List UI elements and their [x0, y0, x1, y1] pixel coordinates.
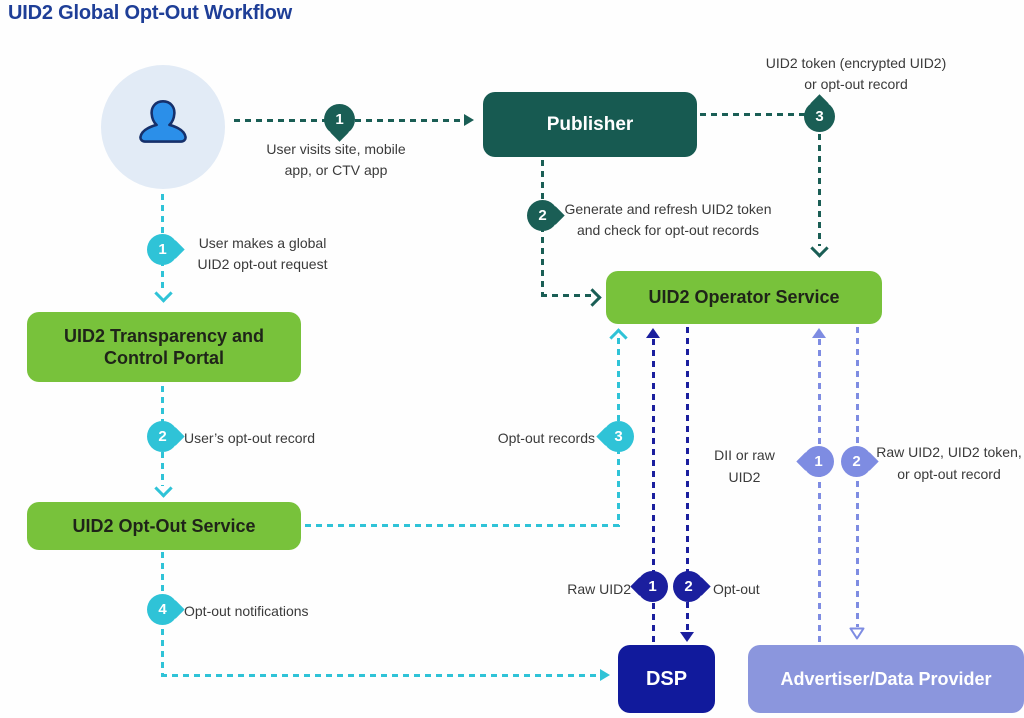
step-badge-optout-1: 1 [147, 234, 178, 265]
step-badge-dsp-1: 1 [637, 571, 668, 602]
arrowhead-dii-up [812, 328, 826, 338]
step-label-optout-4: Opt-out notifications [184, 603, 309, 619]
step-badge-token-3: 3 [804, 101, 835, 132]
arrowhead-into-portal [154, 284, 173, 303]
node-uid2-operator-service: UID2 Operator Service [606, 271, 882, 324]
arrow-step3-to-operator [818, 134, 821, 246]
step-badge-dsp-2: 2 [673, 571, 704, 602]
arrow-operator-to-advertiser [856, 327, 859, 627]
badge-number: 2 [538, 207, 547, 224]
badge-number: 2 [158, 428, 167, 445]
step-label-dsp-2: Opt-out [713, 581, 760, 597]
step-label-optout-1: User makes a global UID2 opt-out request [197, 235, 328, 272]
step-label-optout-3: Opt-out records [497, 430, 595, 446]
badge-number: 4 [158, 601, 167, 618]
step-label-visit-1: User visits site, mobile app, or CTV app [266, 141, 406, 178]
step-label-token-3: UID2 token (encrypted UID2) or opt-out r… [765, 55, 947, 92]
node-portal-line1: UID2 Transparency and [63, 325, 265, 346]
step-label-dsp-1: Raw UID2 [567, 581, 631, 597]
badge-number: 3 [815, 108, 824, 125]
badge-number: 1 [335, 111, 344, 128]
arrow-publisher-to-step3 [700, 113, 806, 116]
arrow-operator-to-dsp [686, 327, 689, 632]
step-badge-optout-3: 3 [603, 421, 634, 452]
diagram-title: UID2 Global Opt-Out Workflow [8, 2, 293, 24]
badge-number: 2 [852, 453, 861, 470]
node-uid2-optout-service: UID2 Opt-Out Service [27, 502, 301, 550]
arrow-optout-service-right [305, 524, 620, 527]
node-advertiser-data-provider: Advertiser/Data Provider [748, 645, 1024, 713]
node-publisher: Publisher [483, 92, 697, 157]
step-label-optout-2: User’s opt-out record [184, 430, 315, 446]
node-dsp: DSP [618, 645, 715, 713]
arrowhead-raw-uid2-up [646, 328, 660, 338]
arrowhead-into-optout-service [154, 479, 173, 498]
arrowhead-optout-down [680, 632, 694, 642]
arrowhead-into-advertiser [849, 627, 865, 640]
arrow-publisher-to-operator [541, 294, 595, 297]
step-label-advertiser-1: DII or raw UID2 [714, 447, 775, 485]
step-badge-visit-1: 1 [324, 104, 355, 135]
badge-number: 1 [648, 578, 657, 595]
step-badge-generate-2: 2 [527, 200, 558, 231]
arrowhead-into-publisher [464, 114, 474, 126]
step-badge-optout-2: 2 [147, 421, 178, 452]
user-avatar [101, 65, 225, 189]
step-label-generate-2: Generate and refresh UID2 token and chec… [564, 201, 772, 238]
step-badge-advertiser-1: 1 [803, 446, 834, 477]
node-transparency-control-portal: UID2 Transparency and Control Portal [27, 312, 301, 382]
arrow-dsp-to-operator [652, 339, 655, 643]
step-label-advertiser-2: Raw UID2, UID2 token, or opt-out record [876, 444, 1022, 482]
badge-number: 2 [684, 578, 693, 595]
badge-number: 1 [814, 453, 823, 470]
badge-number: 1 [158, 241, 167, 258]
arrowhead-into-dsp-left [600, 669, 610, 681]
arrow-notifications-to-dsp [161, 674, 602, 677]
step-badge-advertiser-2: 2 [841, 446, 872, 477]
arrow-advertiser-to-operator [818, 339, 821, 643]
arrowhead-into-operator-left [583, 288, 602, 307]
person-icon [139, 100, 187, 143]
arrowhead-into-operator-top [810, 239, 829, 258]
node-portal-line2: Control Portal [104, 348, 224, 368]
badge-number: 3 [614, 428, 623, 445]
step-badge-optout-4: 4 [147, 594, 178, 625]
arrowhead-into-operator-bottom [609, 328, 628, 347]
